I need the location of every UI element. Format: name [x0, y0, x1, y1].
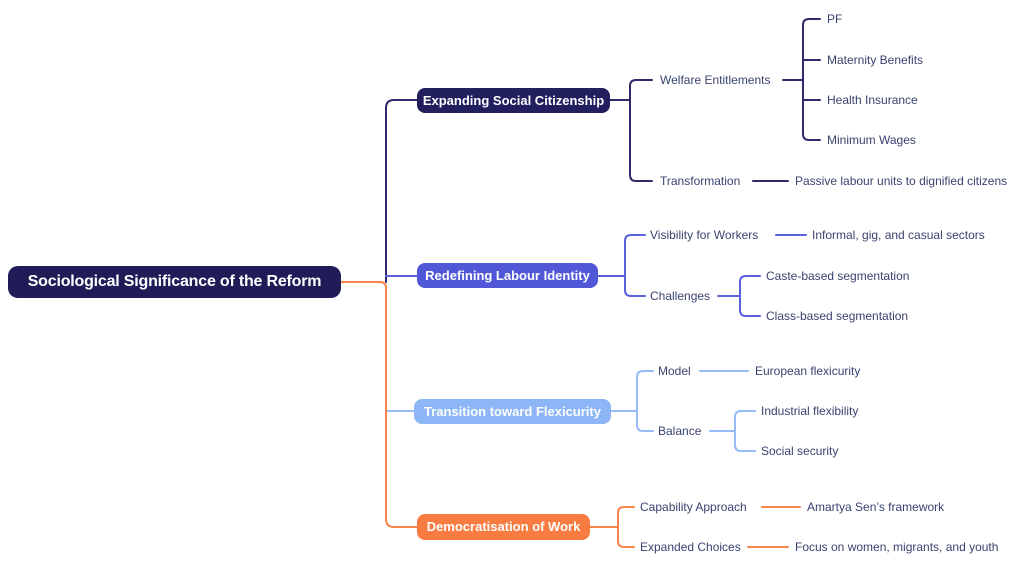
subtopic-transformation: Transformation	[660, 174, 741, 188]
subtopic-welfare-entitlements: Welfare Entitlements	[660, 73, 771, 87]
connector-branch4-bracket	[617, 506, 635, 548]
leaf-industrial-flexibility: Industrial flexibility	[761, 404, 859, 418]
leaf-caste-based-segmentation: Caste-based segmentation	[766, 269, 910, 283]
branch2-connectors	[385, 234, 807, 317]
leaf-amartya-sens-framework: Amartya Sen’s framework	[807, 500, 945, 514]
leaf-pf: PF	[827, 12, 843, 26]
branch-node-transition-toward-flexicurity: Transition toward Flexicurity	[414, 399, 611, 424]
leaf-informal-gig-casual: Informal, gig, and casual sectors	[812, 228, 985, 242]
branch-node-democratisation-of-work: Democratisation of Work	[417, 514, 590, 540]
subtopic-capability-approach: Capability Approach	[640, 500, 747, 514]
connector-balance-bracket	[734, 410, 756, 452]
subtopic-visibility-for-workers: Visibility for Workers	[650, 228, 759, 242]
leaf-european-flexicurity: European flexicurity	[755, 364, 861, 378]
connector-challenges-bracket	[739, 275, 761, 317]
leaf-health-insurance: Health Insurance	[827, 93, 918, 107]
subtopic-expanded-choices: Expanded Choices	[640, 540, 741, 554]
leaf-passive-labour-units: Passive labour units to dignified citize…	[795, 174, 1008, 188]
branch-node-expanding-social-citizenship: Expanding Social Citizenship	[417, 88, 610, 113]
branch4-connectors	[299, 281, 801, 548]
root-node: Sociological Significance of the Reform	[8, 266, 341, 298]
leaf-maternity-benefits: Maternity Benefits	[827, 53, 924, 67]
leaf-social-security: Social security	[761, 444, 839, 458]
subtopic-challenges: Challenges	[650, 289, 711, 303]
connector-trunk-root	[299, 281, 441, 528]
connector-branch3-bracket	[636, 370, 654, 432]
connector-branch2-bracket	[624, 234, 646, 297]
branch1-connectors	[385, 18, 821, 283]
subtopic-model: Model	[658, 364, 691, 378]
branch-node-redefining-labour-identity: Redefining Labour Identity	[417, 263, 598, 288]
connector-welfare-bracket	[802, 18, 821, 141]
leaf-minimum-wages: Minimum Wages	[827, 133, 916, 147]
leaf-focus-women-migrants-youth: Focus on women, migrants, and youth	[795, 540, 999, 554]
leaf-class-based-segmentation: Class-based segmentation	[766, 309, 909, 323]
connector-branch1-bracket	[629, 79, 653, 182]
connector-trunk-branch1	[385, 99, 441, 283]
subtopic-balance: Balance	[658, 424, 702, 438]
